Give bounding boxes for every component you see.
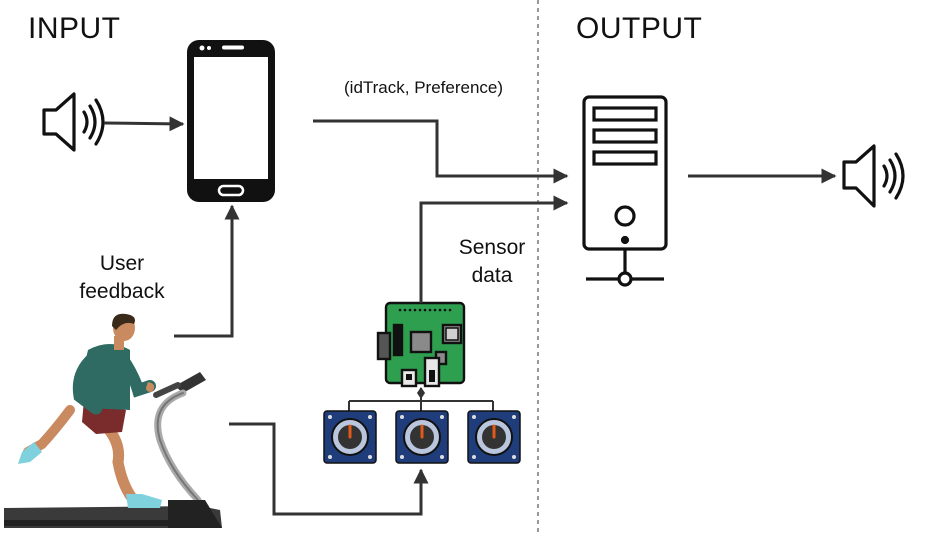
microcontroller-board-icon (376, 301, 466, 388)
runner-on-treadmill-icon (4, 313, 222, 528)
server-icon (582, 95, 668, 287)
user-feedback-arrow (174, 204, 240, 338)
speaker-icon (42, 92, 105, 152)
sensor-data-line-2: data (471, 264, 513, 287)
audio-to-phone-arrow (103, 116, 185, 132)
phone-to-server-arrow (313, 119, 569, 184)
user-feedback-label: User feedback (62, 250, 182, 306)
sensor-icon (467, 410, 521, 464)
sensor-data-line-1: Sensor (458, 236, 526, 259)
smartphone-icon (187, 40, 275, 202)
user-feedback-line-2: feedback (79, 280, 165, 303)
user-feedback-line-1: User (99, 252, 145, 275)
input-heading: INPUT (28, 12, 121, 45)
track-preference-label: (idTrack, Preference) (344, 78, 504, 97)
treadmill-to-sensor-arrow (229, 422, 429, 516)
sensor-icon (395, 410, 449, 464)
output-heading: OUTPUT (576, 12, 703, 45)
speaker-icon (842, 144, 905, 208)
sensor-data-label: Sensor data (440, 234, 544, 290)
sensor-data-arrow (419, 195, 569, 303)
sensor-icon (323, 410, 377, 464)
